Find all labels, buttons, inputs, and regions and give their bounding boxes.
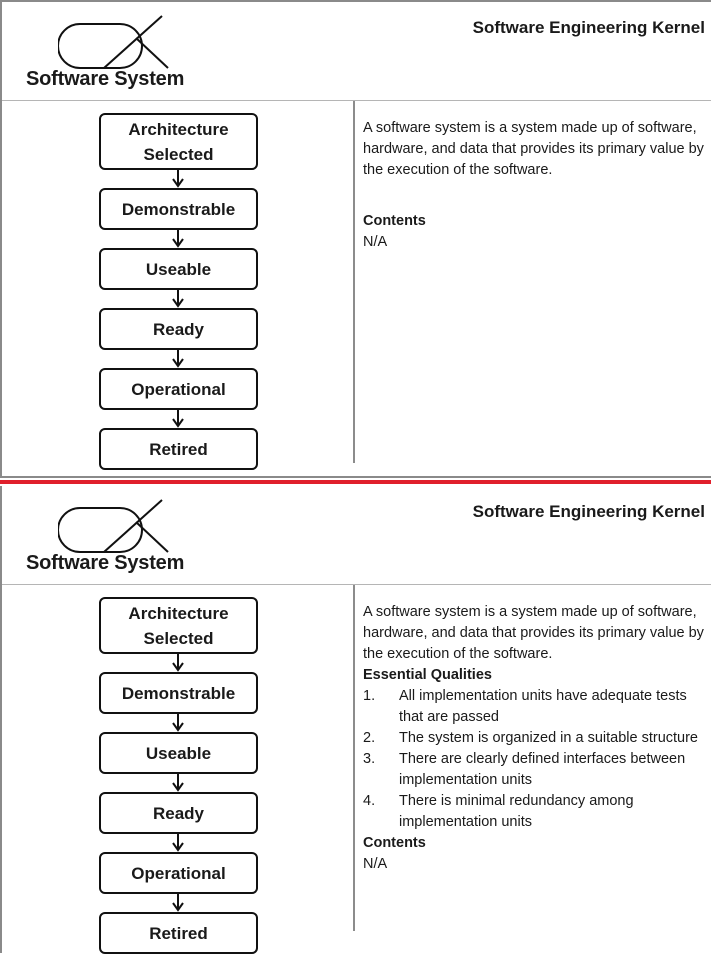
qualities-list: 1. All implementation units have adequate… — [363, 686, 708, 833]
header-divider — [2, 584, 711, 585]
alpha-icon — [58, 15, 169, 69]
state-arrow — [99, 774, 258, 792]
state-arrow — [99, 410, 258, 428]
state-arrow — [99, 714, 258, 732]
alpha-name: Software System — [26, 68, 185, 90]
state-arrow — [99, 170, 258, 188]
state-retired[interactable]: Retired — [99, 912, 258, 954]
state-arrow — [99, 290, 258, 308]
state-useable[interactable]: Useable — [99, 248, 258, 290]
contents-heading: Contents — [363, 213, 426, 229]
alpha-card-before: Software Engineering Kernel Software Sys… — [0, 0, 711, 478]
quality-text: There are clearly defined interfaces bet… — [399, 751, 686, 788]
quality-item: 1. All implementation units have adequate… — [363, 686, 708, 728]
quality-item: 4. There is minimal redundancy among impl… — [363, 791, 708, 833]
state-operational[interactable]: Operational — [99, 852, 258, 894]
quality-text: The system is organized in a suitable st… — [399, 730, 698, 746]
state-operational[interactable]: Operational — [99, 368, 258, 410]
alpha-card-after: Software Engineering Kernel Software Sys… — [0, 486, 711, 954]
contents-heading: Contents — [363, 835, 426, 851]
quality-number: 3. — [363, 751, 376, 767]
quality-number: 2. — [363, 730, 376, 746]
description-text: A software system is a system made up of… — [363, 604, 704, 662]
alpha-icon — [58, 499, 169, 553]
contents-value: N/A — [363, 856, 388, 872]
state-ready[interactable]: Ready — [99, 792, 258, 834]
quality-number: 4. — [363, 793, 376, 809]
qualities-heading: Essential Qualities — [363, 667, 492, 683]
quality-number: 1. — [363, 688, 376, 704]
card-divider — [0, 480, 711, 484]
quality-item: 3. There are clearly defined interfaces b… — [363, 749, 708, 791]
quality-text: There is minimal redundancy among implem… — [399, 793, 634, 830]
state-list: Architecture Selected Demonstrable Useab… — [99, 113, 258, 470]
description-panel: A software system is a system made up of… — [363, 118, 708, 253]
column-divider — [353, 101, 355, 463]
state-architecture-selected[interactable]: Architecture Selected — [99, 113, 258, 170]
state-ready[interactable]: Ready — [99, 308, 258, 350]
state-arrow — [99, 230, 258, 248]
state-arrow — [99, 654, 258, 672]
column-divider — [353, 585, 355, 931]
description-text: A software system is a system made up of… — [363, 120, 704, 178]
state-arrow — [99, 894, 258, 912]
state-list: Architecture Selected Demonstrable Useab… — [99, 597, 258, 954]
quality-text: All implementation units have adequate t… — [399, 688, 687, 725]
state-arrow — [99, 350, 258, 368]
kernel-title: Software Engineering Kernel — [472, 18, 705, 37]
state-demonstrable[interactable]: Demonstrable — [99, 672, 258, 714]
alpha-name: Software System — [26, 552, 185, 574]
quality-item: 2. The system is organized in a suitable … — [363, 728, 708, 749]
state-useable[interactable]: Useable — [99, 732, 258, 774]
state-architecture-selected[interactable]: Architecture Selected — [99, 597, 258, 654]
state-retired[interactable]: Retired — [99, 428, 258, 470]
header-divider — [2, 100, 711, 101]
contents-value: N/A — [363, 234, 388, 250]
kernel-title: Software Engineering Kernel — [472, 502, 705, 521]
state-arrow — [99, 834, 258, 852]
state-demonstrable[interactable]: Demonstrable — [99, 188, 258, 230]
description-panel: A software system is a system made up of… — [363, 602, 708, 875]
